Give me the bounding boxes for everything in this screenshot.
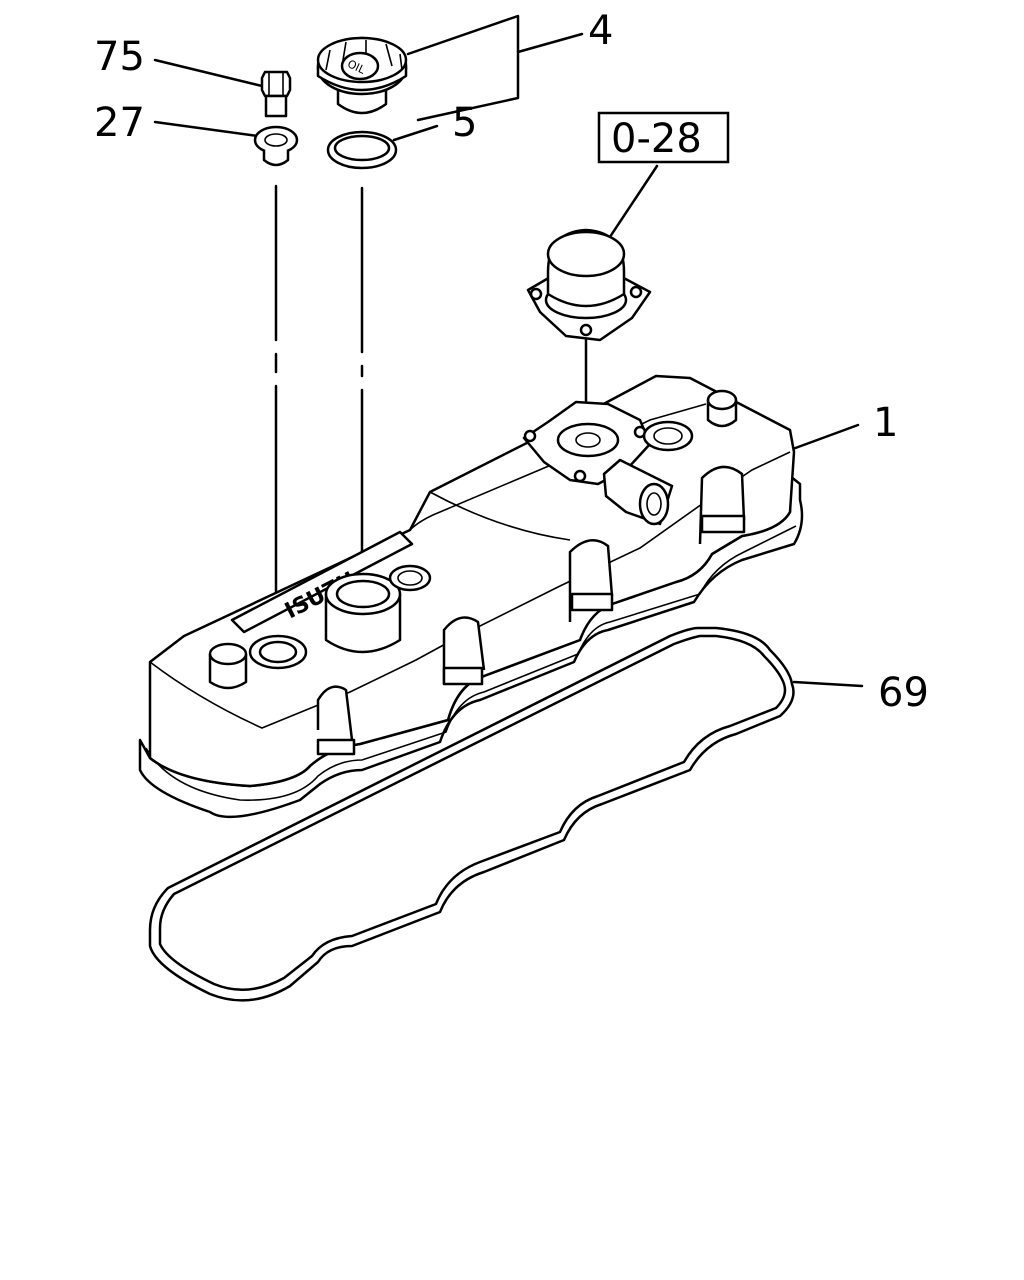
reference-box-label: 0-28: [611, 116, 702, 162]
seal-washer-part-27: [253, 125, 299, 167]
breather-cap: [526, 228, 652, 342]
callout-69: 69: [878, 670, 929, 716]
gasket-part-69: [148, 626, 795, 1002]
callout-75: 75: [94, 34, 145, 80]
reference-box: 0-28: [597, 111, 730, 164]
callout-27: 27: [94, 100, 145, 146]
bolt-part-75: [260, 70, 292, 118]
callout-4: 4: [588, 8, 613, 54]
o-ring-part-5: [326, 130, 398, 170]
oil-filler-cap-part-4: OIL: [316, 36, 408, 115]
callout-1: 1: [873, 400, 898, 446]
rocker-cover-part-1: ISUZU: [138, 374, 804, 819]
